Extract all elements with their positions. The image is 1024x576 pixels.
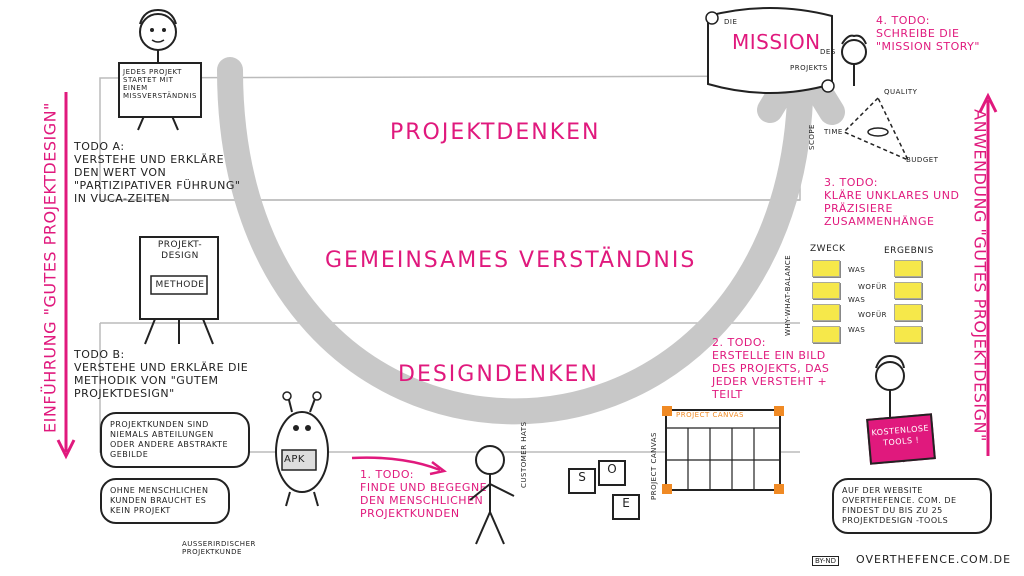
hat-o: O	[598, 460, 626, 486]
todo-3: 3. TODO: KLÄRE UNKLARES UND PRÄZISIERE Z…	[824, 176, 964, 228]
triangle-time: TIME	[824, 128, 843, 136]
todo-4-title: 4. TODO:	[876, 14, 931, 27]
easel-line1: PROJEKT-	[157, 240, 203, 250]
side-label-right: ANWENDUNG "GUTES PROJEKTDESIGN"	[970, 109, 990, 442]
todo-3-text: KLÄRE UNKLARES UND PRÄZISIERE ZUSAMMENHÄ…	[824, 189, 960, 228]
todo-1: 1. TODO: FINDE UND BEGEGNE DEN MENSCHLIC…	[360, 468, 490, 520]
triangle-budget: BUDGET	[906, 156, 939, 164]
license-text: BY-ND	[815, 557, 837, 565]
sticky-zweck-4	[812, 326, 840, 343]
customer-hats-label: CUSTOMER HATS	[520, 421, 528, 488]
project-canvas-illustration	[662, 406, 784, 494]
easel-line3: METHODE	[155, 280, 205, 290]
sticky-ergebnis-2	[894, 282, 922, 299]
scroll-die: DIE	[724, 18, 738, 26]
todo-4-text: SCHREIBE DIE "MISSION STORY"	[876, 27, 980, 53]
band-title-designdenken: DESIGNDENKEN	[398, 362, 599, 387]
todo-1-text: FINDE UND BEGEGNE DEN MENSCHLICHEN PROJE…	[360, 481, 488, 520]
scroll-projekts: PROJEKTS	[790, 64, 828, 72]
todo-2: 2. TODO: ERSTELLE EIN BILD DES PROJEKTS,…	[712, 336, 852, 401]
alien-label: APK	[284, 454, 305, 465]
hat-e: E	[612, 494, 640, 520]
big-u-arrow	[217, 57, 813, 425]
todo-4: 4. TODO: SCHREIBE DIE "MISSION STORY"	[876, 14, 1016, 53]
scroll-des: DES	[820, 48, 836, 56]
todo-b-title: TODO B:	[74, 348, 125, 361]
why-what-label: WHY-WHAT-BALANCE	[784, 254, 792, 336]
why-row-3: WAS	[848, 296, 866, 304]
alien-caption: AUSSERIRDISCHER PROJEKTKUNDE	[182, 540, 256, 556]
sticky-zweck-3	[812, 304, 840, 321]
todo-a: TODO A: VERSTEHE UND ERKLÄRE DEN WERT VO…	[74, 140, 244, 205]
band-title-gemeinsames: GEMEINSAMES VERSTÄNDNIS	[325, 248, 697, 273]
sticky-ergebnis-3	[894, 304, 922, 321]
scroll-mission: MISSION	[732, 30, 821, 54]
zweck-label: ZWECK	[810, 244, 846, 254]
sticky-zweck-1	[812, 260, 840, 277]
speech-bubble-1: PROJEKTKUNDEN SIND NIEMALS ABTEILUNGEN O…	[100, 412, 250, 468]
alien-customer-illustration	[275, 391, 329, 507]
kostenlose-tools-sign: KOSTENLOSE TOOLS !	[866, 413, 936, 465]
footer-url[interactable]: OVERTHEFENCE.COM.DE	[856, 553, 1012, 566]
why-row-5: WAS	[848, 326, 866, 334]
triangle-scope: SCOPE	[808, 124, 816, 150]
sticky-ergebnis-4	[894, 326, 922, 343]
todo-3-title: 3. TODO:	[824, 176, 879, 189]
writer-person-illustration	[841, 34, 867, 86]
sticky-ergebnis-1	[894, 260, 922, 277]
hat-s: S	[568, 468, 596, 494]
project-canvas-top-label: PROJECT CANVAS	[676, 411, 744, 419]
easel-line2: DESIGN	[161, 251, 199, 261]
band-title-projektdenken: PROJEKTDENKEN	[390, 120, 601, 145]
todo-a-text: VERSTEHE UND ERKLÄRE DEN WERT VON "PARTI…	[74, 153, 241, 205]
person-with-sign-illustration	[137, 8, 179, 131]
triangle-quality: QUALITY	[884, 88, 918, 96]
easel-illustration	[139, 236, 219, 345]
todo-a-title: TODO A:	[74, 140, 125, 153]
todo-b-text: VERSTEHE UND ERKLÄRE DIE METHODIK VON "G…	[74, 361, 249, 400]
easel-text: PROJEKT- DESIGN	[150, 240, 210, 262]
speech-bubble-right: AUF DER WEBSITE OVERTHEFENCE. COM. DE FI…	[832, 478, 992, 534]
project-canvas-side-label: PROJECT CANVAS	[650, 432, 658, 500]
mission-scroll-illustration	[705, 7, 835, 94]
todo-b: TODO B: VERSTEHE UND ERKLÄRE DIE METHODI…	[74, 348, 249, 400]
why-row-4: WOFÜR	[858, 311, 887, 319]
magic-triangle-illustration	[842, 96, 910, 162]
todo-1-title: 1. TODO:	[360, 468, 415, 481]
todo-2-title: 2. TODO:	[712, 336, 767, 349]
license-badge: BY-ND	[812, 556, 840, 566]
side-label-left: EINFÜHRUNG "GUTES PROJEKTDESIGN"	[40, 102, 60, 433]
sign-board: JEDES PROJEKT STARTET MIT EINEM MISSVERS…	[118, 62, 202, 118]
sticky-zweck-2	[812, 282, 840, 299]
todo-2-text: ERSTELLE EIN BILD DES PROJEKTS, DAS JEDE…	[712, 349, 830, 401]
ergebnis-label: ERGEBNIS	[884, 246, 934, 256]
speech-bubble-2: OHNE MENSCHLICHEN KUNDEN BRAUCHT ES KEIN…	[100, 478, 230, 524]
sign-text: JEDES PROJEKT STARTET MIT EINEM MISSVERS…	[123, 68, 197, 100]
walking-person-illustration	[469, 445, 515, 545]
why-row-1: WAS	[848, 266, 866, 274]
why-row-2: WOFÜR	[858, 283, 887, 291]
